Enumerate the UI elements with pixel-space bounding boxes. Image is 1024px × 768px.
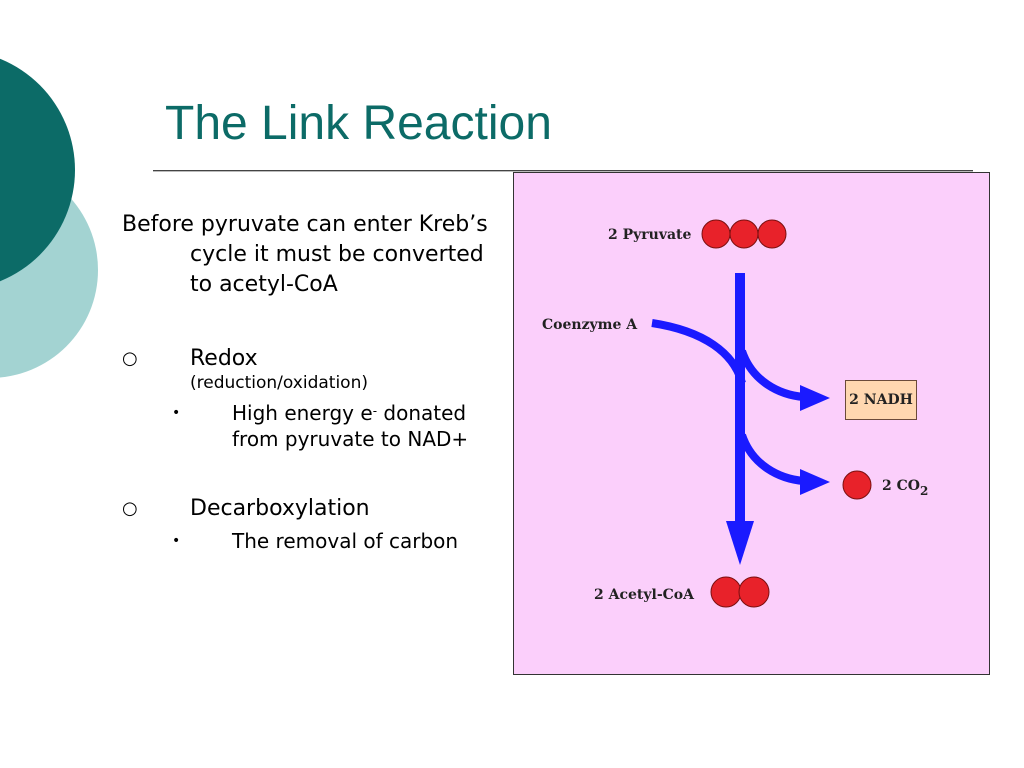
detail-item: • High energy e- donated from pyruvate t… (122, 400, 512, 452)
nadh-label: 2 NADH (849, 392, 913, 408)
decorative-circles (0, 58, 98, 378)
nadh-box: 2 NADH (845, 380, 917, 420)
bullet-icon: • (172, 533, 181, 549)
slide-body: Before pyruvate can enter Kreb’s cycle i… (122, 210, 512, 554)
coenzyme-a-label: Coenzyme A (542, 317, 638, 333)
hollow-bullet-icon: ○ (122, 498, 138, 519)
point-decarboxylation: ○ Decarboxylation (122, 496, 512, 522)
dark-teal-circle (0, 58, 75, 282)
point-label: Decarboxylation (190, 496, 370, 521)
detail-text-cont: donated from pyruvate to NAD+ (232, 401, 469, 451)
nadh-arrowhead (800, 385, 830, 411)
co2-arrowhead (800, 469, 830, 495)
nadh-arrow (738, 349, 805, 401)
co2-subscript: 2 (919, 484, 929, 498)
detail-item: • The removal of carbon (122, 528, 512, 554)
point-sublabel: (reduction/oxidation) (190, 373, 368, 393)
hollow-bullet-icon: ○ (122, 348, 138, 369)
co2-text: 2 CO (882, 478, 920, 494)
pyruvate-label: 2 Pyruvate (608, 227, 692, 243)
point-redox: ○ Redox (reduction/oxidation) (122, 346, 512, 394)
slide-title: The Link Reaction (165, 97, 552, 150)
diagram-graphics (651, 219, 872, 608)
acetyl-coa-label: 2 Acetyl-CoA (594, 587, 694, 603)
co2-arrow (738, 433, 805, 485)
bullet-icon: • (172, 405, 181, 421)
intro-paragraph: Before pyruvate can enter Kreb’s cycle i… (122, 212, 488, 297)
main-arrowhead (726, 521, 754, 565)
co2-label: 2 CO2 (882, 478, 928, 498)
point-label: Redox (190, 346, 258, 371)
title-divider (153, 170, 973, 171)
detail-text: High energy e (232, 401, 373, 425)
acetyl-coa-molecules (710, 576, 770, 608)
superscript: - (372, 404, 378, 418)
link-reaction-diagram: 2 Pyruvate Coenzyme A 2 NADH 2 CO2 2 Ace… (513, 172, 990, 675)
coenzyme-arrow (651, 319, 746, 385)
detail-text: The removal of carbon (232, 529, 459, 553)
pyruvate-molecules (701, 219, 787, 249)
co2-molecule (842, 470, 872, 500)
